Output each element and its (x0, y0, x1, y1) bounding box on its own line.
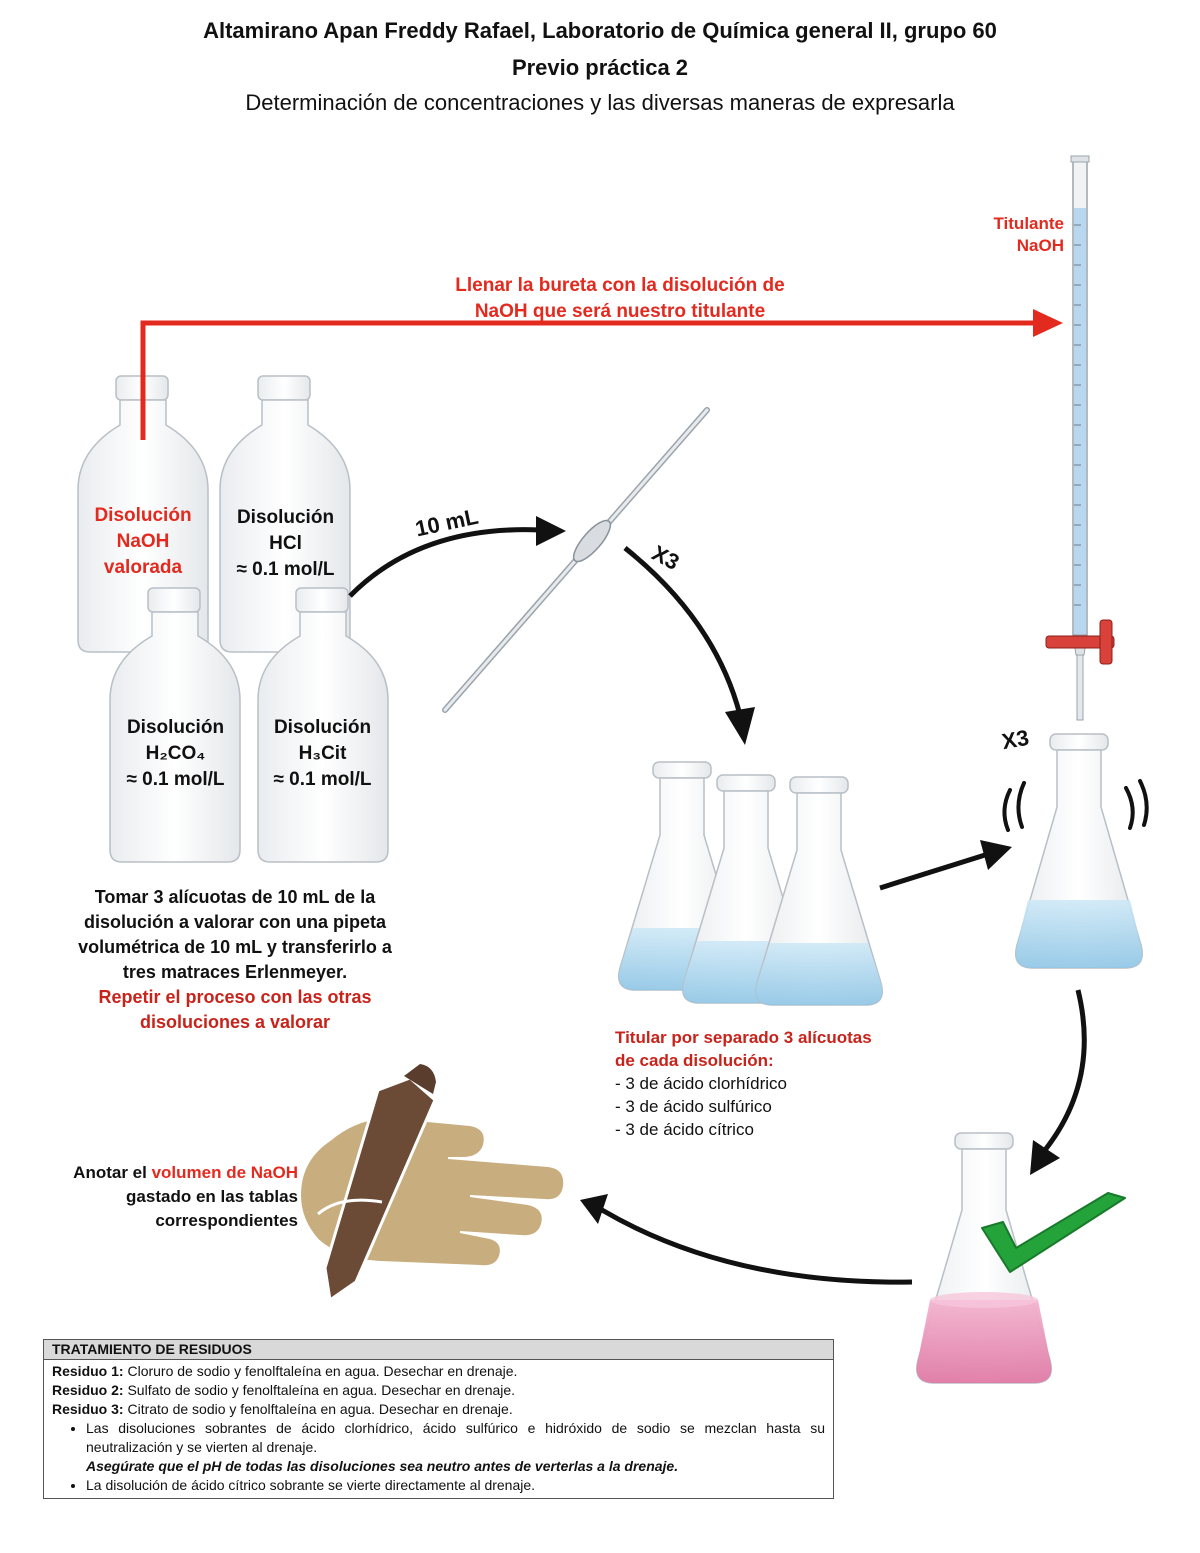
waste-bullet-2: La disolución de ácido cítrico sobrante … (86, 1476, 825, 1495)
waste-residue-2: Residuo 2: Sulfato de sodio y fenolftale… (52, 1381, 825, 1400)
to-endpoint-arrow (1045, 990, 1084, 1150)
burette-label: Titulante NaOH (960, 213, 1064, 257)
waste-residue-1: Residuo 1: Cloruro de sodio y fenolftale… (52, 1362, 825, 1381)
to-pipette-arrow (350, 530, 540, 596)
fill-burette-step: Llenar la bureta con la disolución de Na… (380, 273, 860, 325)
waste-bullet-1: Las disoluciones sobrantes de ácido clor… (86, 1419, 825, 1476)
titration-flask (1004, 734, 1146, 968)
titration-step: Titular por separado 3 alícuotas de cada… (615, 1026, 945, 1141)
aliquot-step: Tomar 3 alícuotas de 10 mL de la disoluc… (40, 885, 430, 1035)
fill-burette-arrowhead (1033, 309, 1063, 337)
waste-treatment-box: TRATAMIENTO DE RESIDUOS Residuo 1: Cloru… (43, 1339, 834, 1499)
record-step: Anotar el volumen de NaOH gastado en las… (20, 1161, 298, 1233)
waste-title: TRATAMIENTO DE RESIDUOS (44, 1340, 833, 1360)
to-titration-arrow (880, 855, 985, 888)
to-flasks-arrow (625, 548, 740, 715)
erlenmeyer-flasks (619, 762, 883, 1005)
to-record-arrow (602, 1210, 912, 1282)
waste-residue-3: Residuo 3: Citrato de sodio y fenolftale… (52, 1400, 825, 1419)
writing-hand-icon (300, 1064, 564, 1300)
titration-repeat-label: X3 (1000, 725, 1031, 755)
